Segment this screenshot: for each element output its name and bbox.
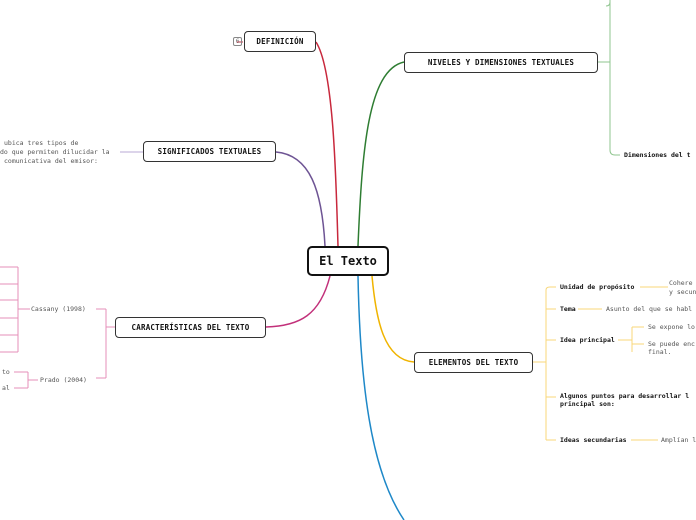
note-count-badge[interactable]: 6 (233, 37, 242, 46)
significados-note-line-1: ubica tres tipos de (4, 139, 79, 147)
node-significados-label: SIGNIFICADOS TEXTUALES (157, 147, 262, 156)
root-label: El Texto (319, 254, 377, 268)
branch-elementos-split (533, 286, 556, 441)
niveles-child-dimensiones[interactable]: Dimensiones del t (624, 151, 691, 159)
elementos-unidad-proposito[interactable]: Unidad de propósito (560, 283, 635, 291)
elementos-idea-principal[interactable]: Idea principal (560, 336, 615, 344)
source-cassany[interactable]: Cassany (1998) (31, 305, 86, 313)
branch-cassany (0, 266, 30, 353)
significados-note-line-2: do que permiten dilucidar la (0, 148, 110, 156)
node-elementos-label: ELEMENTOS DEL TEXTO (428, 358, 519, 367)
node-niveles-dimensiones[interactable]: NIVELES Y DIMENSIONES TEXTUALES (404, 52, 598, 73)
node-niveles-label: NIVELES Y DIMENSIONES TEXTUALES (427, 58, 575, 67)
branch-elementos-details (578, 286, 668, 441)
idea-principal-detail-1: Se expone lo (648, 323, 695, 331)
node-significados-textuales[interactable]: SIGNIFICADOS TEXTUALES (143, 141, 276, 162)
elementos-unidad-detail-2: y secun (669, 288, 696, 296)
branch-elementos (371, 275, 415, 363)
node-caracteristicas-label: CARACTERÍSTICAS DEL TEXTO (131, 323, 250, 332)
branch-caracteristicas-split (96, 308, 115, 379)
node-elementos-texto[interactable]: ELEMENTOS DEL TEXTO (414, 352, 533, 373)
node-definicion-label: DEFINICIÓN (256, 37, 304, 46)
branch-significados (275, 151, 326, 247)
branch-niveles (357, 61, 405, 247)
idea-principal-detail-2: Se puede enc (648, 340, 695, 348)
prado-item-1[interactable]: to (2, 368, 10, 376)
elementos-unidad-detail-1: Cohere (669, 279, 693, 287)
elementos-tema[interactable]: Tema (560, 305, 576, 313)
branch-niveles-down (609, 62, 620, 156)
significados-note-line-3: comunicativa del emisor: (4, 157, 98, 165)
branch-prado (14, 371, 38, 389)
ideas-secundarias-detail: Amplían l (661, 436, 696, 444)
elementos-algunos-puntos-line-1[interactable]: Algunos puntos para desarrollar l (560, 392, 690, 400)
branch-definicion (315, 41, 339, 247)
branch-niveles-top (605, 1, 611, 7)
branch-caracteristicas (265, 275, 331, 328)
elementos-ideas-secundarias[interactable]: Ideas secundarias (560, 436, 627, 444)
source-prado[interactable]: Prado (2004) (40, 376, 87, 384)
node-definicion[interactable]: DEFINICIÓN (244, 31, 316, 52)
node-caracteristicas-texto[interactable]: CARACTERÍSTICAS DEL TEXTO (115, 317, 266, 338)
root-node[interactable]: El Texto (307, 246, 389, 276)
elementos-algunos-puntos-line-2[interactable]: principal son: (560, 400, 615, 408)
prado-item-2[interactable]: al (2, 384, 10, 392)
branch-bottom (357, 275, 405, 520)
elementos-tema-detail: Asunto del que se habl (606, 305, 693, 313)
idea-principal-detail-3: final. (648, 348, 672, 356)
